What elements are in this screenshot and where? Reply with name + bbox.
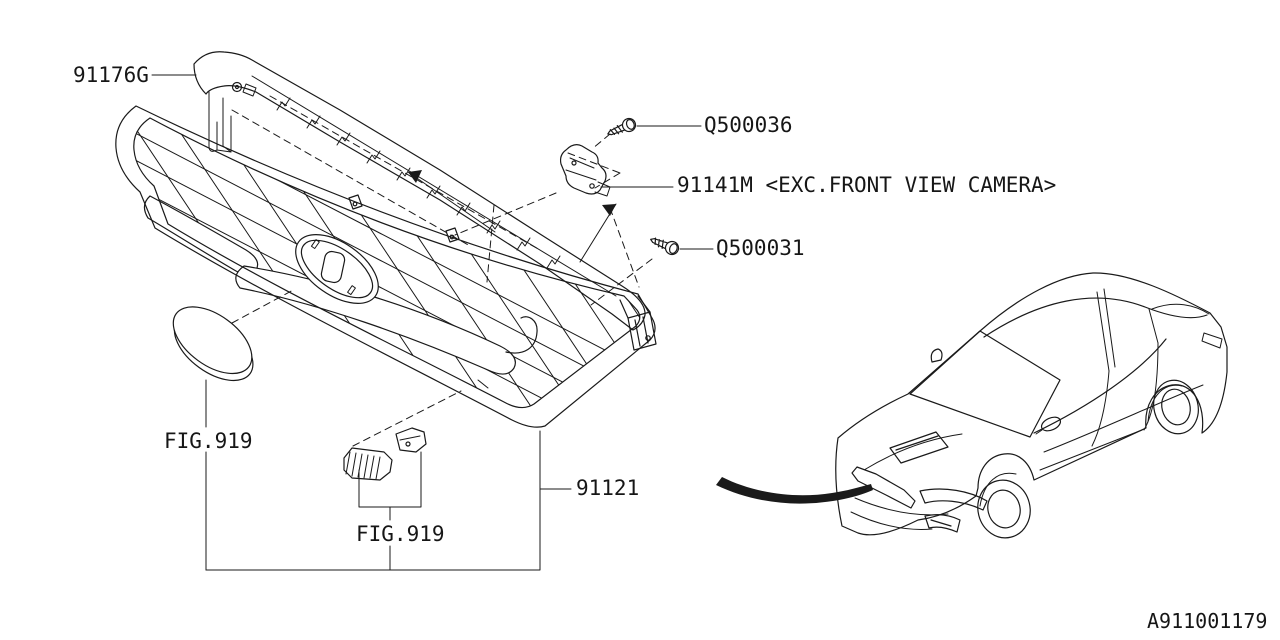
grille-pointer-swoosh: [716, 477, 873, 504]
callout-camera-bracket: 91141M <EXC.FRONT VIEW CAMERA>: [677, 173, 1057, 197]
assembly-dashed-lines: [231, 95, 653, 447]
callout-screw-upper: Q500036: [704, 113, 793, 137]
camera-bracket-part: [559, 144, 611, 197]
screw-upper-icon: [604, 115, 639, 141]
screw-lower-icon: [647, 232, 682, 258]
car-grille-hatch: [851, 466, 916, 509]
callout-fig-emblem: FIG.919: [164, 429, 253, 453]
emblem-part: [172, 306, 254, 382]
camera-parts: [343, 427, 427, 481]
leader-lines: [151, 74, 714, 571]
grille-frame: [115, 105, 657, 428]
callout-grille-assy: 91121: [576, 476, 640, 500]
emblem-base-oval: [295, 234, 379, 304]
callout-fig-camera: FIG.919: [356, 522, 445, 546]
diagram-id: A911001179: [1147, 609, 1268, 633]
install-direction-arrows: [407, 170, 617, 263]
callout-trim-cover: 91176G: [73, 63, 149, 87]
car-location-drawing: [835, 272, 1228, 539]
callout-screw-lower: Q500031: [716, 236, 805, 260]
grille-cross-bars: [143, 195, 538, 389]
